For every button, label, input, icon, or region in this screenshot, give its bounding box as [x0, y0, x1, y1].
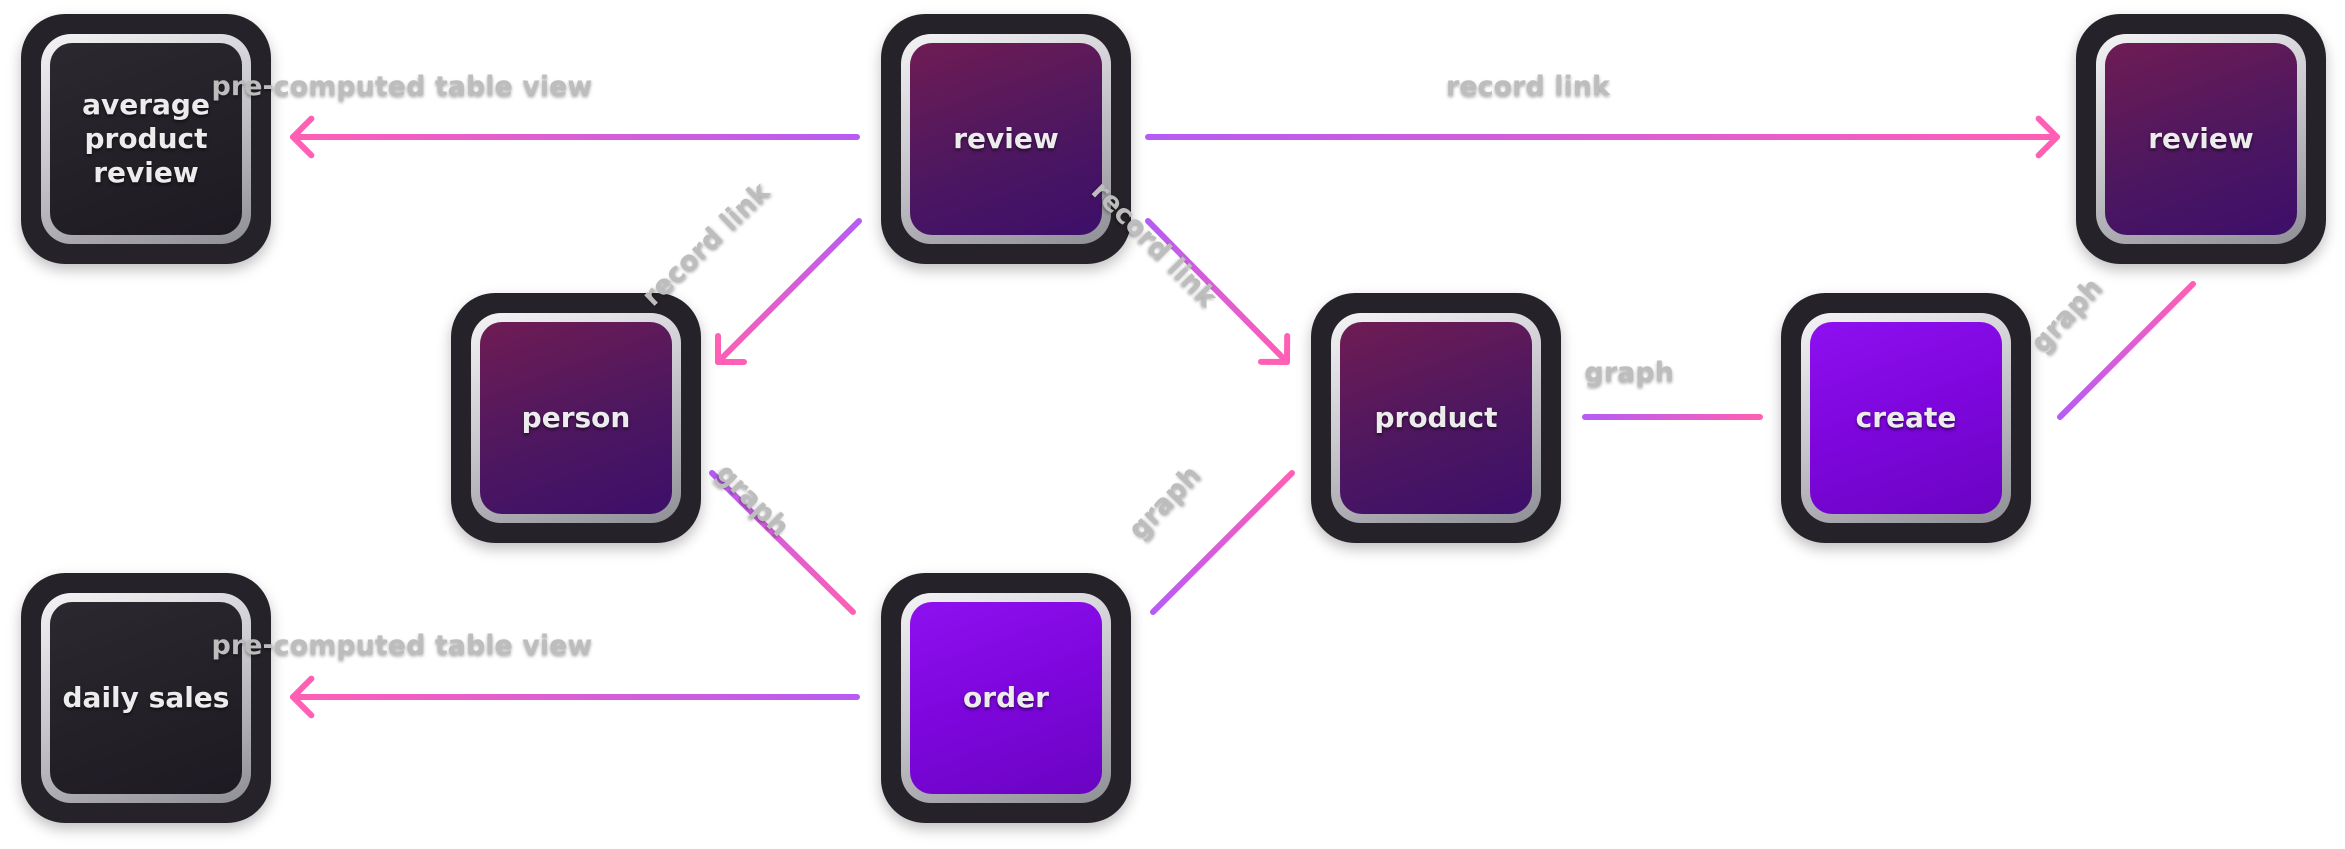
- node-average-product-review[interactable]: average product review: [21, 14, 271, 264]
- node-order[interactable]: order: [881, 573, 1131, 823]
- node-create[interactable]: create: [1781, 293, 2031, 543]
- node-review-linked[interactable]: review: [2076, 14, 2326, 264]
- edge-label-table-view-sales: pre-computed table view: [211, 629, 593, 661]
- node-label: review: [910, 43, 1102, 235]
- node-label: person: [480, 322, 672, 514]
- edge-person-to-order: [709, 470, 856, 615]
- edge-review_top-to-person: [715, 218, 862, 365]
- edge-create-to-review_right: [2057, 281, 2196, 420]
- arrowhead-stroke: [290, 694, 315, 719]
- node-label: average product review: [50, 43, 242, 235]
- edge-line: [2057, 281, 2196, 420]
- arrowhead-stroke: [2035, 115, 2060, 140]
- node-label: product: [1340, 322, 1532, 514]
- arrowhead-stroke: [290, 675, 315, 700]
- node-label: create: [1810, 322, 2002, 514]
- edge-review_top-to-review_right: [1145, 115, 2060, 159]
- arrowhead-stroke: [290, 115, 315, 140]
- edge-line: [1150, 470, 1295, 615]
- edge-review_top-to-avg_review: [290, 115, 860, 159]
- node-review[interactable]: review: [881, 14, 1131, 264]
- edge-order-to-daily_sales: [290, 675, 860, 719]
- edge-line: [709, 470, 856, 615]
- node-daily-sales[interactable]: daily sales: [21, 573, 271, 823]
- edge-label-graph-product-create: graph: [1584, 356, 1674, 388]
- node-label: order: [910, 602, 1102, 794]
- edge-review_top-to-product: [1145, 218, 1291, 365]
- node-person[interactable]: person: [451, 293, 701, 543]
- node-product[interactable]: product: [1311, 293, 1561, 543]
- node-label: review: [2105, 43, 2297, 235]
- edge-label-record-link-review: record link: [1446, 70, 1610, 102]
- arrowhead-stroke: [2035, 134, 2060, 159]
- edge-label-table-view-avg: pre-computed table view: [211, 70, 593, 102]
- edge-line: [1145, 218, 1290, 365]
- node-label: daily sales: [50, 602, 242, 794]
- edge-order-to-product: [1150, 470, 1295, 615]
- edge-line: [715, 218, 862, 365]
- arrowhead-stroke: [290, 134, 315, 159]
